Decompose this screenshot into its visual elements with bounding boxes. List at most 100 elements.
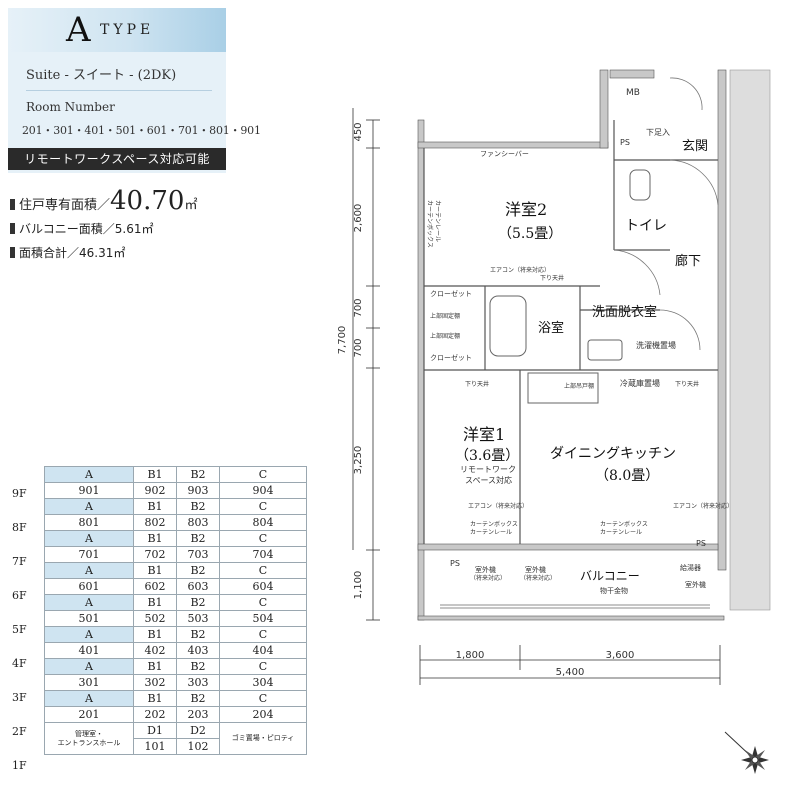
floor-label: 3F xyxy=(12,691,27,704)
label-remote2: スペース対応 xyxy=(465,475,512,485)
label-washer: 洗濯機置場 xyxy=(636,340,676,350)
unit-number-cell: 401 xyxy=(44,642,134,659)
interior-walls xyxy=(423,120,718,544)
unit-type-cell: B1 xyxy=(133,658,177,675)
unit-type-cell: A xyxy=(44,658,134,675)
horizontal-dimensions xyxy=(419,645,721,685)
unit-type-cell: C xyxy=(219,594,307,611)
floor-label: 2F xyxy=(12,725,27,738)
unit-number-cell: 701 xyxy=(44,546,134,563)
dim-v-700b: 700 xyxy=(353,338,364,357)
unit-type-cell: B1 xyxy=(133,498,177,515)
label-fridge: 冷蔵庫置場 xyxy=(620,378,660,388)
label-outdoor2-a: 室外機 xyxy=(525,565,546,574)
label-upper-fixed-a: 上部固定棚 xyxy=(430,312,460,320)
unit-type-cell: B1 xyxy=(133,594,177,611)
label-closet-a: クローゼット xyxy=(430,289,472,298)
room-number-label: Room Number xyxy=(26,100,115,114)
label-outdoor2-b: （将来対応） xyxy=(520,574,556,582)
label-curtain-rail-1: カーテンレール xyxy=(470,529,512,536)
unit-number-cell: 101 xyxy=(133,738,177,755)
label-fancy: ファンシーバー xyxy=(480,150,529,158)
unit-type-cell: B1 xyxy=(133,530,177,547)
unit-number-cell: 504 xyxy=(219,610,307,627)
unit-number-cell: 702 xyxy=(133,546,177,563)
type-word: TYPE xyxy=(100,22,155,38)
unit-number-cell: 901 xyxy=(44,482,134,499)
label-youshitsu2: 洋室2 xyxy=(505,200,547,219)
unit-number-cell: 604 xyxy=(219,578,307,595)
unit-number-cell: 602 xyxy=(133,578,177,595)
unit-number-cell: 501 xyxy=(44,610,134,627)
label-outdoor1-b: （将来対応） xyxy=(470,574,506,582)
floor-label: 8F xyxy=(12,521,27,534)
unit-type-cell: C xyxy=(219,626,307,643)
door-swings xyxy=(613,77,719,351)
exclusive-area-unit: ㎡ xyxy=(184,198,198,213)
dim-v-total: 7,700 xyxy=(337,326,348,355)
floor-label: 5F xyxy=(12,623,27,636)
unit-type-cell: C xyxy=(219,562,307,579)
label-remote1: リモートワーク xyxy=(460,465,516,474)
unit-type-cell: C xyxy=(219,530,307,547)
mgmt-label: 管理室・ xyxy=(75,729,103,738)
floor-label: 6F xyxy=(12,589,27,602)
unit-number-cell: 403 xyxy=(176,642,220,659)
unit-number-cell: 503 xyxy=(176,610,220,627)
label-sagari-1: 下り天井 xyxy=(465,380,489,388)
unit-type-cell: B2 xyxy=(176,562,220,579)
floor-label: 9F xyxy=(12,487,27,500)
unit-number-cell: 801 xyxy=(44,514,134,531)
unit-number-cell: 704 xyxy=(219,546,307,563)
label-upper-cab: 上部吊戸棚 xyxy=(564,382,594,390)
label-aircon-1: エアコン（将来対応） xyxy=(468,502,528,510)
type-title-band xyxy=(8,8,226,52)
floor-plan: 450 2,600 700 700 3,250 1,100 7,700 1,80… xyxy=(337,69,771,774)
remote-work-banner: リモートワークスペース対応可能 xyxy=(8,148,226,170)
total-area-text: 面積合計／46.31㎡ xyxy=(19,246,126,260)
label-toilet: トイレ xyxy=(625,218,667,234)
unit-number-cell: 402 xyxy=(133,642,177,659)
dim-v-3250: 3,250 xyxy=(353,446,364,475)
unit-type-cell: D1 xyxy=(133,722,177,739)
total-area: 面積合計／46.31㎡ xyxy=(10,244,125,261)
toilet-fixture xyxy=(629,169,651,201)
label-dk: ダイニングキッチン xyxy=(550,446,676,462)
unit-type-cell: A xyxy=(44,530,134,547)
sink xyxy=(587,339,623,361)
label-dk-size: （8.0畳） xyxy=(595,468,659,484)
label-kyutouki: 給湯器 xyxy=(680,563,701,572)
label-curtain-box-2: カーテンボックス xyxy=(426,200,434,248)
divider xyxy=(26,90,212,91)
exclusive-area-value: 40.70 xyxy=(110,186,185,216)
bullet-square-icon xyxy=(10,199,15,210)
unit-number-cell: 804 xyxy=(219,514,307,531)
unit-number-cell: 802 xyxy=(133,514,177,531)
unit-number-cell: 202 xyxy=(133,706,177,723)
label-curtain-rail-2: カーテンレール xyxy=(434,200,441,242)
dim-h-1800: 1,800 xyxy=(456,650,485,661)
label-ps-bal: PS xyxy=(450,559,460,568)
dim-v-2600: 2,600 xyxy=(353,204,364,233)
walls xyxy=(417,69,771,621)
unit-number-cell: 304 xyxy=(219,674,307,691)
exclusive-area: 住戸専有面積／40.70㎡ xyxy=(10,186,197,216)
compass-icon xyxy=(724,731,769,774)
unit-number-cell: 902 xyxy=(133,482,177,499)
label-curtain-box-1: カーテンボックス xyxy=(470,520,518,528)
label-monohoshi: 物干金物 xyxy=(600,586,628,595)
unit-type-cell: C xyxy=(219,658,307,675)
type-letter: A xyxy=(66,10,91,50)
label-curtain-box-dk: カーテンボックス xyxy=(600,520,648,528)
